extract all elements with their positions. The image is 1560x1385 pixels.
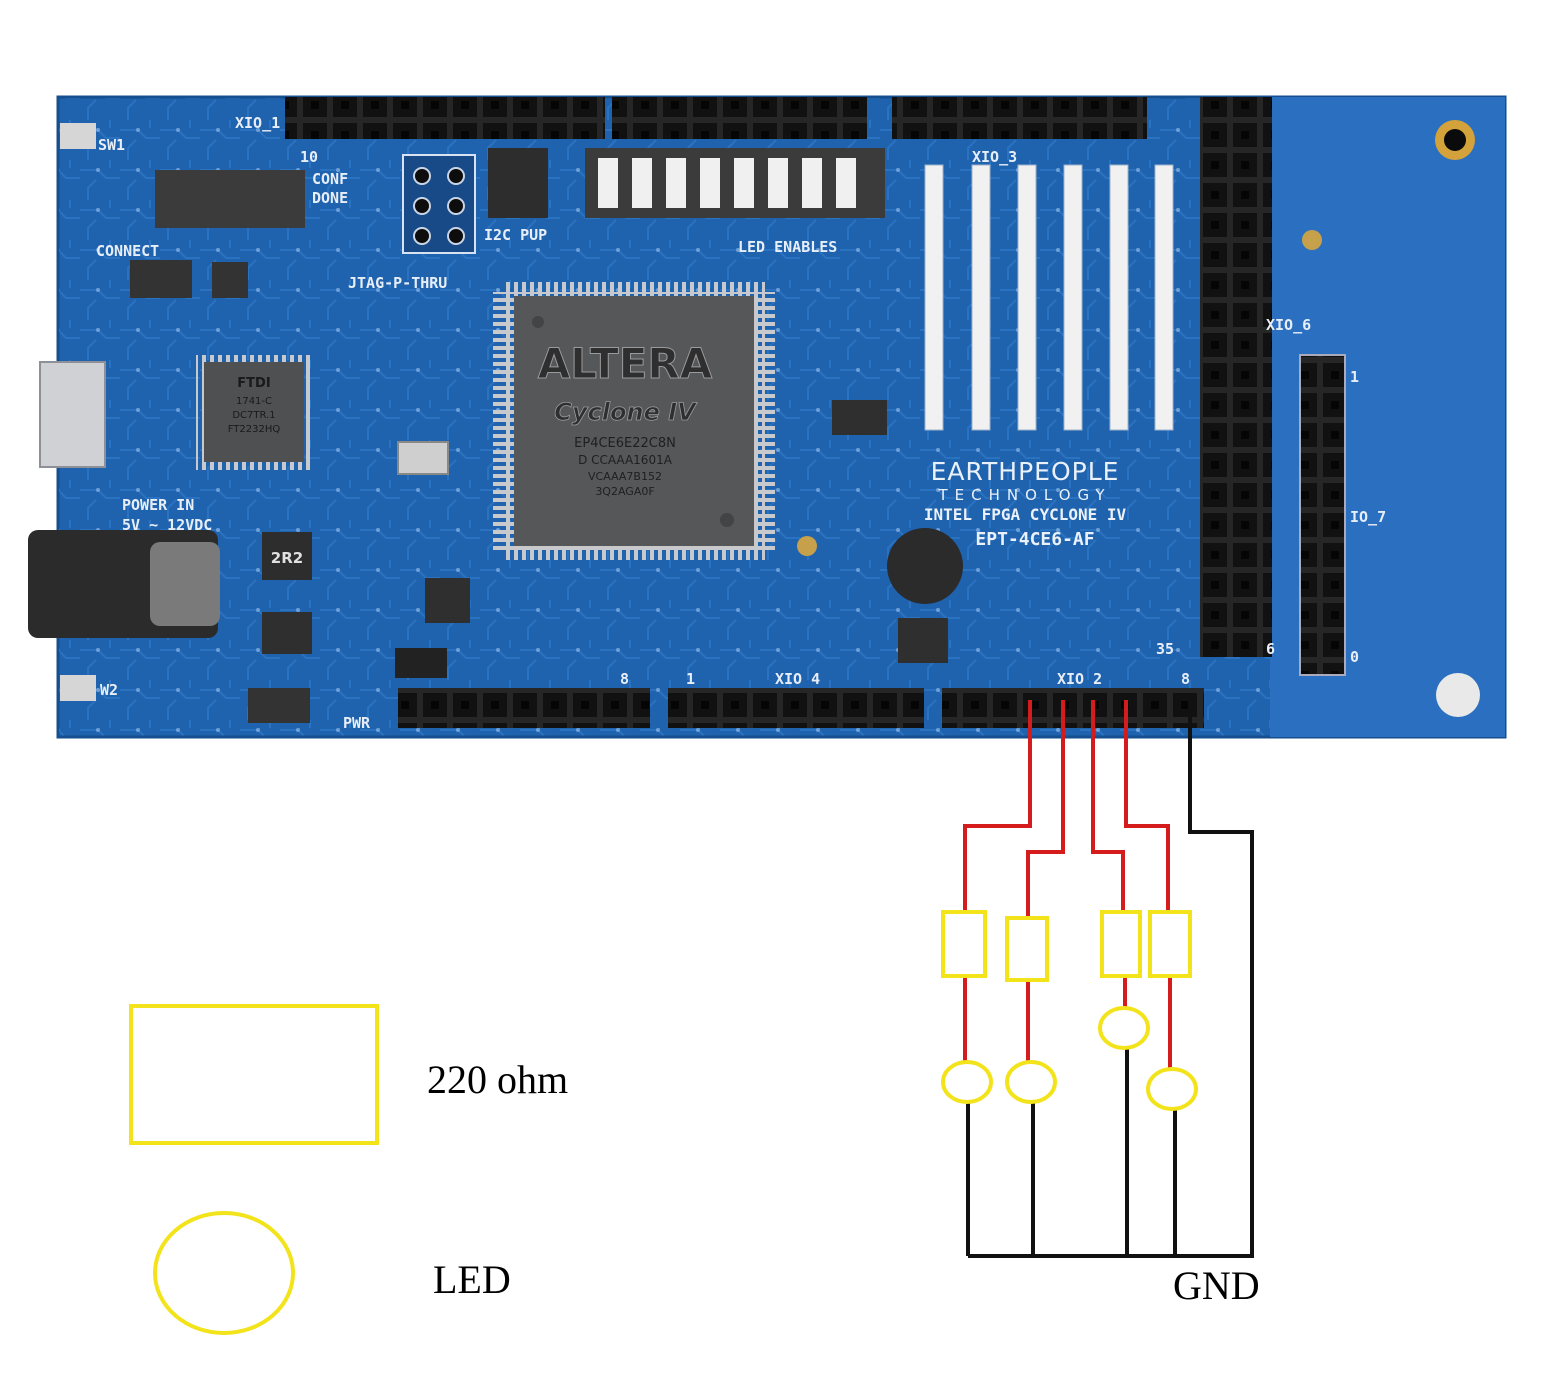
silk-io7: IO_7 [1350, 508, 1386, 526]
silk-led-enables: LED ENABLES [738, 238, 837, 256]
silk-xio6: XIO_6 [1266, 316, 1311, 334]
fpga-board: ALTERA Cyclone IV EP4CE6E22C8N D CCAAA16… [28, 95, 1507, 739]
silk-xio1: XIO_1 [235, 114, 280, 132]
legend-resistor-label: 220 ohm [427, 1057, 569, 1102]
led-3 [1098, 1006, 1150, 1050]
silk-pin-1a: 1 [686, 670, 695, 688]
jumper-pwr [395, 648, 447, 678]
silk-xio3: XIO_3 [972, 148, 1017, 166]
silk-pin-8a: 8 [620, 670, 629, 688]
silk-pin-8b: 8 [1181, 670, 1190, 688]
fpga-line2: D CCAAA1601A [578, 453, 673, 467]
power-inductor [887, 528, 963, 604]
silk-conf: CONF [312, 170, 348, 188]
silk-pin-35: 35 [1156, 640, 1174, 658]
ic-small [898, 618, 948, 663]
silk-xio2: XIO 2 [1057, 670, 1102, 688]
ground-wires [966, 700, 1254, 1258]
mounting-hole [1436, 673, 1480, 717]
i2c-jumper [488, 148, 548, 218]
legend-led-label: LED [433, 1257, 511, 1302]
resistors [941, 910, 1192, 982]
ic-small [425, 578, 470, 623]
resistor-2 [1005, 916, 1049, 982]
silk-xio4: XIO 4 [775, 670, 820, 688]
usb-chip-line1: 1741-C [236, 396, 272, 407]
silk-pin-6: 6 [1266, 640, 1275, 658]
fpga-chip: ALTERA Cyclone IV EP4CE6E22C8N D CCAAA16… [493, 282, 775, 560]
fpga-line3: VCAAA7B152 [588, 470, 662, 483]
led-1 [941, 1060, 993, 1104]
ground-label: GND [1173, 1263, 1260, 1308]
mounting-pad [797, 536, 817, 556]
ic-small [832, 400, 887, 435]
fpga-line4: 3Q2AGA0F [595, 485, 654, 498]
wire-signal-1 [963, 700, 1032, 912]
silk-done: DONE [312, 189, 348, 207]
silk-w2: W2 [100, 681, 118, 699]
header-xio3 [892, 97, 1147, 139]
ic-small [212, 262, 248, 298]
usb-chip: FTDI 1741-C DC7TR.1 FT2232HQ [196, 355, 311, 470]
fpga-family: Cyclone IV [554, 398, 698, 426]
wire-gnd-header [1188, 700, 1254, 1256]
header-xio4 [668, 688, 924, 728]
legend-resistor-symbol [129, 1004, 379, 1145]
wire-signal-2 [1026, 700, 1065, 918]
brand-model: EPT-4CE6-AF [975, 529, 1094, 550]
fpga-part: EP4CE6E22C8N [574, 436, 676, 451]
wire-signal-4 [1124, 700, 1170, 912]
silk-pin-1b: 1 [1350, 368, 1359, 386]
fpga-logo: ALTERA [538, 339, 713, 388]
brand-line1: EARTHPEOPLE [931, 457, 1120, 486]
header-xio1 [285, 97, 605, 139]
leds [941, 1006, 1198, 1111]
header-io7 [1299, 354, 1346, 676]
wire-signal-3 [1091, 700, 1125, 912]
resistor-1 [941, 910, 987, 978]
header-xio-mid [612, 97, 867, 139]
silk-power-range: 5V ~ 12VDC [122, 516, 212, 534]
regulator [130, 260, 192, 298]
header-xio6 [1200, 97, 1272, 657]
inductor-2r2 [262, 532, 312, 580]
onboard-led-array [924, 164, 1174, 431]
header-xio2 [942, 688, 1204, 728]
silk-pwr: PWR [343, 714, 371, 732]
silk-power-in: POWER IN [122, 496, 194, 514]
silk-connect: CONNECT [96, 242, 159, 260]
led-2 [1005, 1060, 1057, 1104]
usb-connector [39, 361, 106, 468]
signal-wires [963, 700, 1172, 1068]
led-4 [1146, 1067, 1198, 1111]
usb-chip-brand: FTDI [237, 376, 270, 391]
brand-line2: TECHNOLOGY [937, 486, 1111, 504]
mounting-pad [1302, 230, 1322, 250]
inductor-label: 2R2 [271, 549, 303, 567]
switch-sw1 [60, 123, 96, 149]
silk-pin-0: 0 [1350, 648, 1359, 666]
silk-jtag: JTAG-P-THRU [348, 274, 447, 292]
switch-sw2 [60, 675, 96, 701]
silk-i2c-pup: I2C PUP [484, 226, 547, 244]
resistor-3 [1100, 910, 1142, 978]
silk-pin-10: 10 [300, 148, 318, 166]
crystal [397, 441, 449, 475]
header-pwr [398, 688, 650, 728]
usb-chip-line2: DC7TR.1 [232, 410, 275, 421]
ic-small [262, 612, 312, 654]
usb-chip-line3: FT2232HQ [228, 424, 281, 435]
legend-led-symbol [153, 1211, 295, 1335]
diode [248, 688, 310, 723]
conf-jumpers [155, 170, 305, 228]
resistor-4 [1148, 910, 1192, 978]
brand-subtitle: INTEL FPGA CYCLONE IV [924, 505, 1127, 524]
silk-sw1: SW1 [98, 136, 125, 154]
